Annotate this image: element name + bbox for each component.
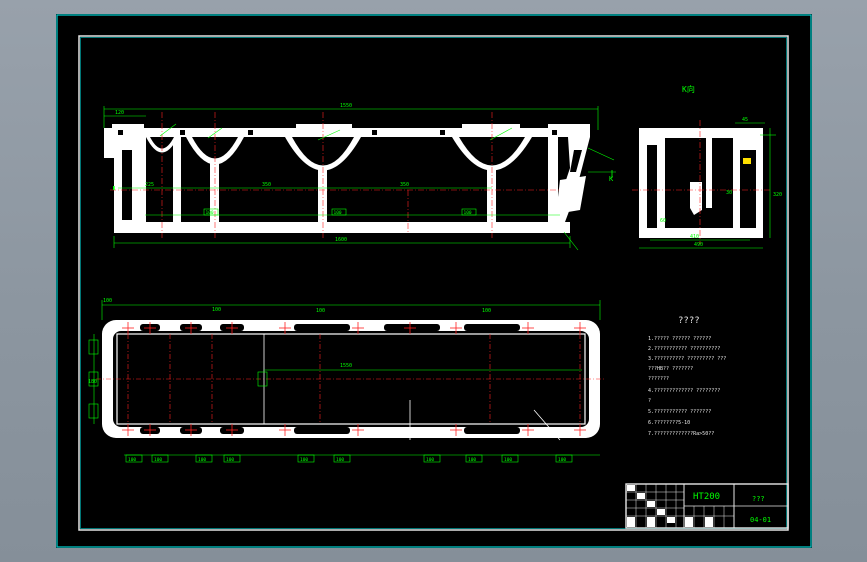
plan-dim-bottom-9: 100 — [504, 457, 512, 463]
plan-dim-left: 180 — [88, 379, 97, 385]
note-line-10: 7.?????????????Ra>50?? — [648, 431, 714, 437]
outer-frame — [56, 14, 812, 548]
dim-side-width: 490 — [694, 242, 703, 248]
plan-dim-top-2: 100 — [212, 307, 221, 313]
dim-overall-length: 1550 — [340, 103, 352, 109]
drawing-sheet — [56, 14, 812, 548]
dim-a: 225 — [145, 182, 154, 188]
plan-dim-bottom-5: 100 — [300, 457, 308, 463]
material-label: HT200 — [693, 492, 720, 502]
note-line-3: 3.?????????? ????????? ??? — [648, 356, 726, 362]
plan-dim-center: 1550 — [340, 363, 352, 369]
plan-dim-bottom-7: 100 — [426, 457, 434, 463]
front-view: 1550 120 225 350 350 1600 100 100 100 K — [103, 103, 616, 251]
dim-box-2: 100 — [334, 210, 342, 216]
dim-c: 350 — [400, 182, 409, 188]
dim-side-small-1: 45 — [742, 117, 748, 123]
dim-b: 350 — [262, 182, 271, 188]
technical-notes: ???? 1.????? ?????? ?????? 2.???????????… — [648, 316, 726, 437]
plan-dim-top-4: 100 — [482, 308, 491, 314]
dim-side-inner: 410 — [690, 234, 699, 240]
view-k-label: K向 — [682, 84, 695, 94]
inner-frame — [78, 35, 789, 531]
notes-title: ???? — [678, 316, 700, 326]
plan-dim-bottom-3: 100 — [198, 457, 206, 463]
note-line-7: ? — [648, 398, 651, 404]
dim-box-3: 100 — [464, 210, 472, 216]
note-line-4: ???HB?? ??????? — [648, 366, 693, 372]
plan-dim-bottom-1: 100 — [128, 457, 136, 463]
plan-view: 100 100 100 100 1550 180 10 — [88, 298, 606, 463]
part-name: ??? — [752, 495, 765, 503]
plan-dim-bottom-2: 100 — [154, 457, 162, 463]
dim-bottom-length: 1600 — [335, 237, 347, 243]
drawing-code: 04-01 — [750, 516, 771, 524]
note-line-5: ??????? — [648, 376, 669, 382]
view-k-marker: K — [609, 175, 614, 183]
dim-side-small-3: 60 — [660, 218, 666, 224]
note-line-1: 1.????? ?????? ?????? — [648, 336, 711, 342]
plan-dim-bottom-4: 100 — [226, 457, 234, 463]
plan-dim-bottom-8: 100 — [468, 457, 476, 463]
note-line-6: 4.????????????? ???????? — [648, 388, 720, 394]
note-line-2: 2.??????????? ?????????? — [648, 346, 720, 352]
note-line-9: 6.????????5-10 — [648, 420, 690, 426]
title-block: HT200 ??? 04-01 — [625, 483, 789, 529]
dim-left-offset: 120 — [115, 110, 124, 116]
side-view-k: K向 490 410 320 — [632, 84, 782, 249]
note-line-8: 5.??????????? ??????? — [648, 409, 711, 415]
dim-side-height: 320 — [773, 192, 782, 198]
dim-box-1: 100 — [206, 210, 214, 216]
plan-dim-bottom-6: 100 — [336, 457, 344, 463]
plan-dim-top-3: 100 — [316, 308, 325, 314]
dim-side-small-2: 30 — [726, 190, 732, 196]
plan-dim-bottom-10: 100 — [558, 457, 566, 463]
plan-dim-top-1: 100 — [103, 298, 112, 304]
